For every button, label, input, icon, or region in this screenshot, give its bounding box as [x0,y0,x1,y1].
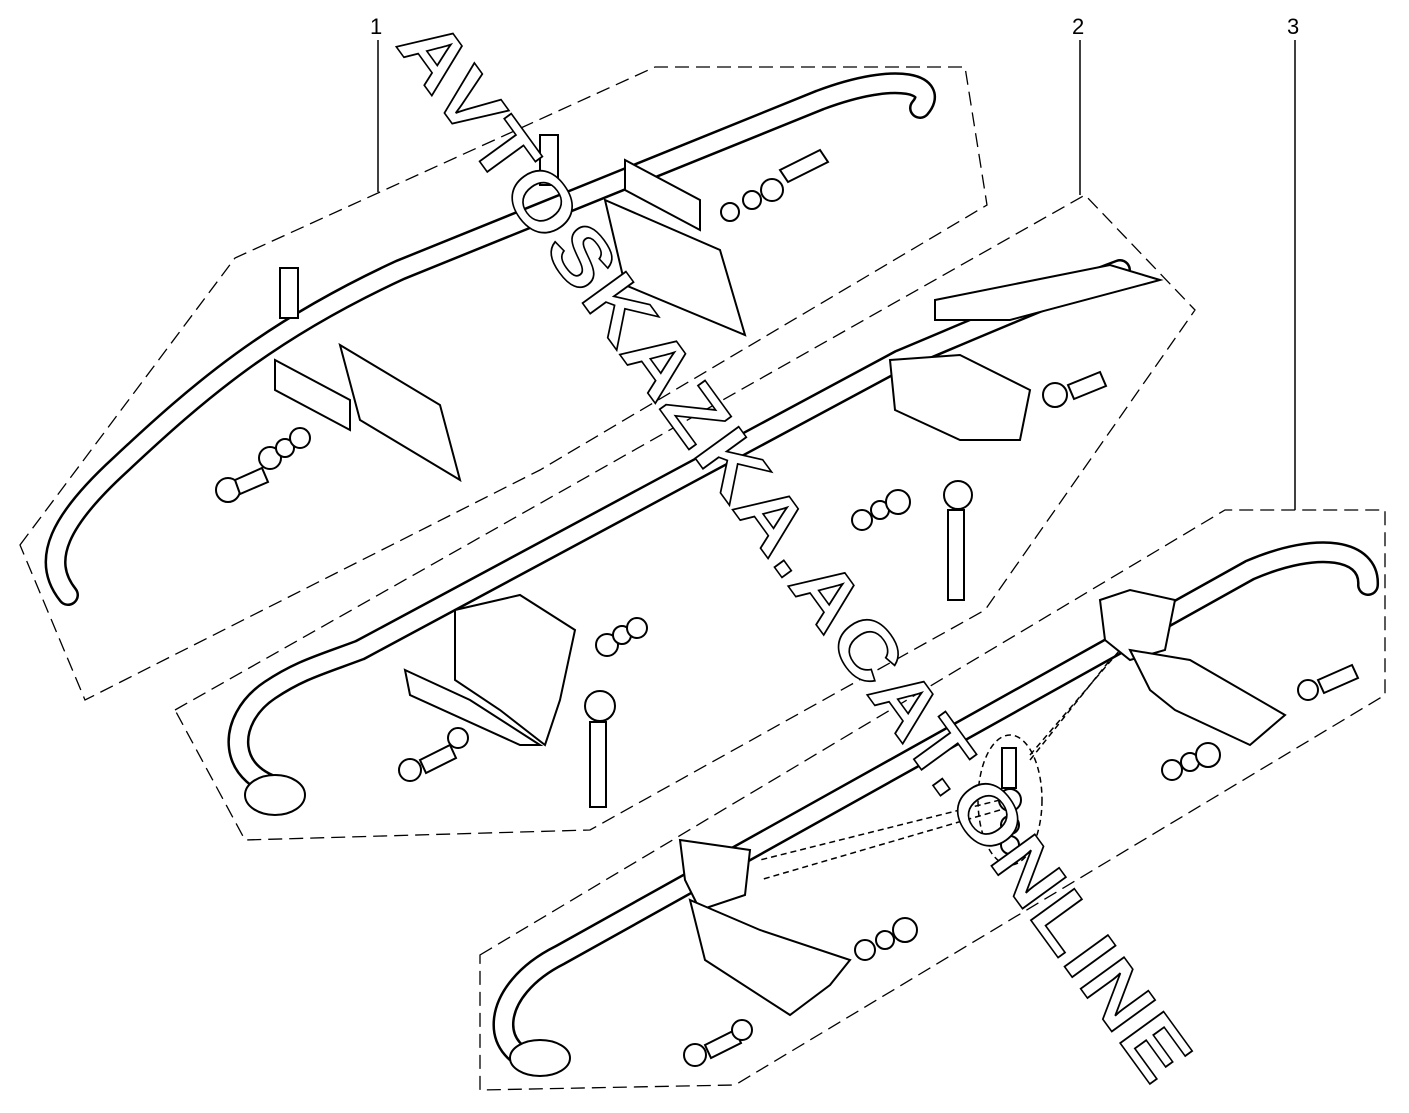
assembly-arrows [759,649,1121,881]
group-1-boundary [19,66,988,701]
bumper-3 [492,541,1379,1077]
callout-1: 1 [370,14,382,39]
bumper-1 [44,72,936,606]
callout-2: 2 [1072,14,1084,39]
callout-3: 3 [1287,14,1299,39]
group-3-boundary [479,509,1386,1091]
fasteners [215,148,1360,1067]
bumper-2 [227,259,1164,816]
